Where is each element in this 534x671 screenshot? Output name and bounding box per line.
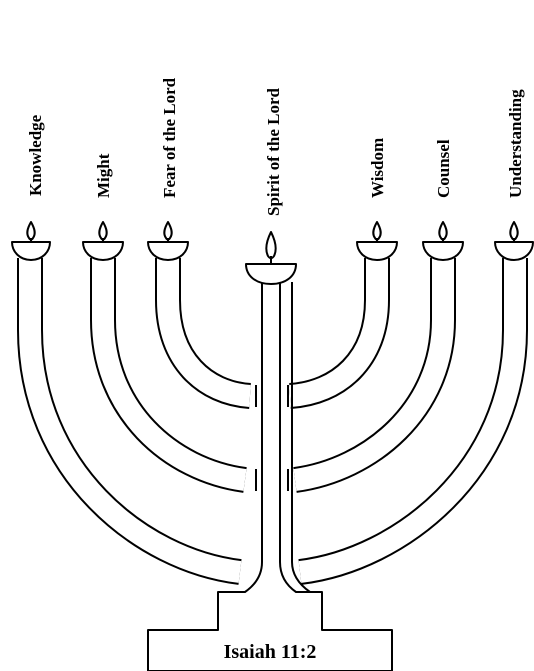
flame-icon (265, 231, 277, 260)
cup-icon (11, 241, 51, 261)
menorah-arms (17, 258, 528, 585)
label-fear-of-the-lord: Fear of the Lord (160, 77, 179, 198)
lamp-knowledge (11, 221, 51, 261)
label-spirit-of-the-lord: Spirit of the Lord (264, 87, 283, 216)
label-wisdom: Wisdom (368, 138, 387, 198)
cup-icon (245, 263, 297, 285)
flame-icon (26, 221, 36, 241)
cup-icon (82, 241, 124, 261)
menorah-stem (147, 281, 393, 671)
label-understanding: Understanding (506, 89, 525, 198)
cup-icon (422, 241, 464, 261)
stem-joints (255, 385, 289, 491)
label-might: Might (94, 153, 113, 198)
cup-icon (147, 241, 189, 261)
flame-icon (438, 221, 448, 241)
branch-labels: Knowledge Might Fear of the Lord Spirit … (26, 77, 525, 216)
lamp-wisdom (356, 221, 398, 261)
lamp-understanding (494, 221, 534, 261)
lamp-spirit-of-the-lord (245, 231, 297, 285)
label-knowledge: Knowledge (26, 114, 45, 196)
base-caption: Isaiah 11:2 (224, 641, 317, 663)
lamp-might (82, 221, 124, 261)
cup-icon (494, 241, 534, 261)
flame-icon (98, 221, 108, 241)
lamp-fear-of-the-lord (147, 221, 189, 261)
flame-icon (509, 221, 519, 241)
lamp-counsel (422, 221, 464, 261)
label-counsel: Counsel (434, 139, 453, 198)
stem (147, 281, 393, 671)
flame-icon (372, 221, 382, 241)
lamps (11, 221, 534, 285)
cup-icon (356, 241, 398, 261)
flame-icon (163, 221, 173, 241)
